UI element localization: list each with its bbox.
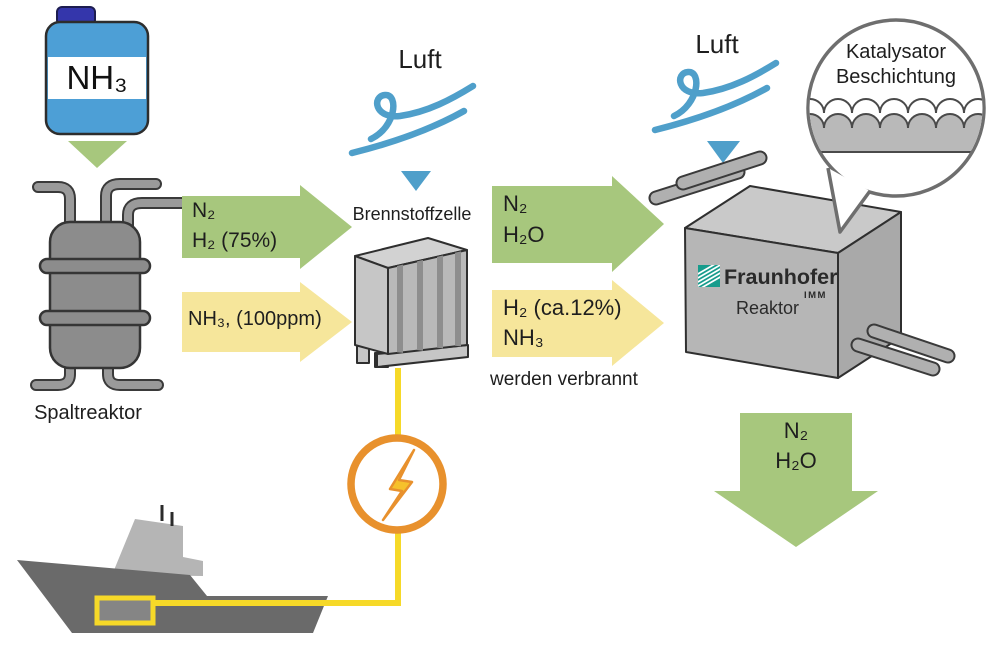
callout-bubble: [806, 18, 986, 234]
flow-label-n2-h2o: N₂ H₂O: [503, 188, 545, 250]
flow-arrow-nh3: [182, 282, 352, 362]
spaltreaktor-label: Spaltreaktor: [34, 402, 142, 424]
fraunhofer-logo: [698, 265, 720, 287]
reaktor-label: Reaktor: [736, 298, 800, 318]
flow-arrow-h2-nh3: [492, 280, 664, 366]
flow-line: NH₃: [503, 325, 544, 350]
spaltreaktor-body: [48, 220, 142, 370]
substrate-layer: [809, 113, 983, 153]
flow-label-nh3: NH₃, (100ppm): [188, 308, 322, 330]
electricity-badge: [347, 434, 447, 534]
reaktor-inlet-pipes: [648, 150, 768, 206]
spaltreaktor-ring: [38, 257, 152, 275]
luft-label-right: Luft: [695, 29, 739, 59]
fraunhofer-wordmark: Fraunhofer: [724, 265, 838, 289]
callout-line: Katalysator: [845, 41, 947, 63]
flow-arrow-n2-h2: [182, 185, 352, 269]
ship-superstructure: [112, 519, 203, 576]
flow-line: H₂ (75%): [192, 229, 278, 252]
callout-label: Katalysator Beschichtung: [821, 40, 971, 90]
luft-label-middle: Luft: [398, 44, 442, 74]
exhaust-label: N₂ H₂O: [740, 416, 852, 476]
canister-feed-triangle-down-icon: [68, 141, 127, 168]
reaktor-outlet-pipes: [850, 323, 956, 377]
canister-label-band: [48, 57, 146, 99]
exhaust-arrow: [714, 413, 878, 547]
wind-swirl-icon: [348, 82, 477, 157]
lightning-bolt-icon: [381, 448, 416, 522]
wind-swirl-icon: [651, 59, 780, 134]
fuel-cell-fins: [397, 251, 461, 353]
spaltreaktor-ring: [38, 309, 152, 327]
flow-label-n2-h2: N₂ H₂ (75%): [192, 196, 277, 256]
fuel-cell-side: [354, 255, 389, 355]
flow-arrow-n2-h2o: [492, 176, 664, 272]
fuel-cell-front: [387, 249, 468, 355]
ship: [17, 505, 328, 633]
brennstoffzelle-label: Brennstoffzelle: [352, 204, 472, 224]
flow-line: N₂: [192, 199, 216, 222]
flow-line: N₂: [783, 418, 809, 443]
flow-line: H₂O: [503, 222, 545, 247]
flow-line: H₂O: [775, 448, 817, 473]
engine-room-highlight: [94, 595, 156, 626]
canister-label: NH₃: [66, 59, 128, 96]
spaltreaktor-pipes: [30, 178, 192, 391]
imm-reaktor: [648, 150, 956, 379]
flow-line: N₂: [503, 191, 528, 216]
callout-tail-outline: [826, 167, 872, 234]
callout-line: Beschichtung: [835, 66, 957, 88]
flow-line: H₂ (ca.12%): [503, 295, 622, 320]
air-triangle-down-icon: [707, 141, 740, 163]
flow-label-h2-nh3: H₂ (ca.12%) NH₃: [503, 293, 622, 353]
air-triangle-down-icon: [401, 171, 431, 191]
spaltreaktor-vessel: [30, 178, 192, 391]
imm-label: IMM: [804, 290, 827, 301]
nh3-canister: [44, 6, 150, 136]
catalyst-coating-illustration: [809, 98, 983, 153]
fuel-cell: [354, 237, 469, 368]
werden-verbrannt-label: werden verbrannt: [490, 369, 638, 390]
engine-room: [97, 598, 153, 623]
